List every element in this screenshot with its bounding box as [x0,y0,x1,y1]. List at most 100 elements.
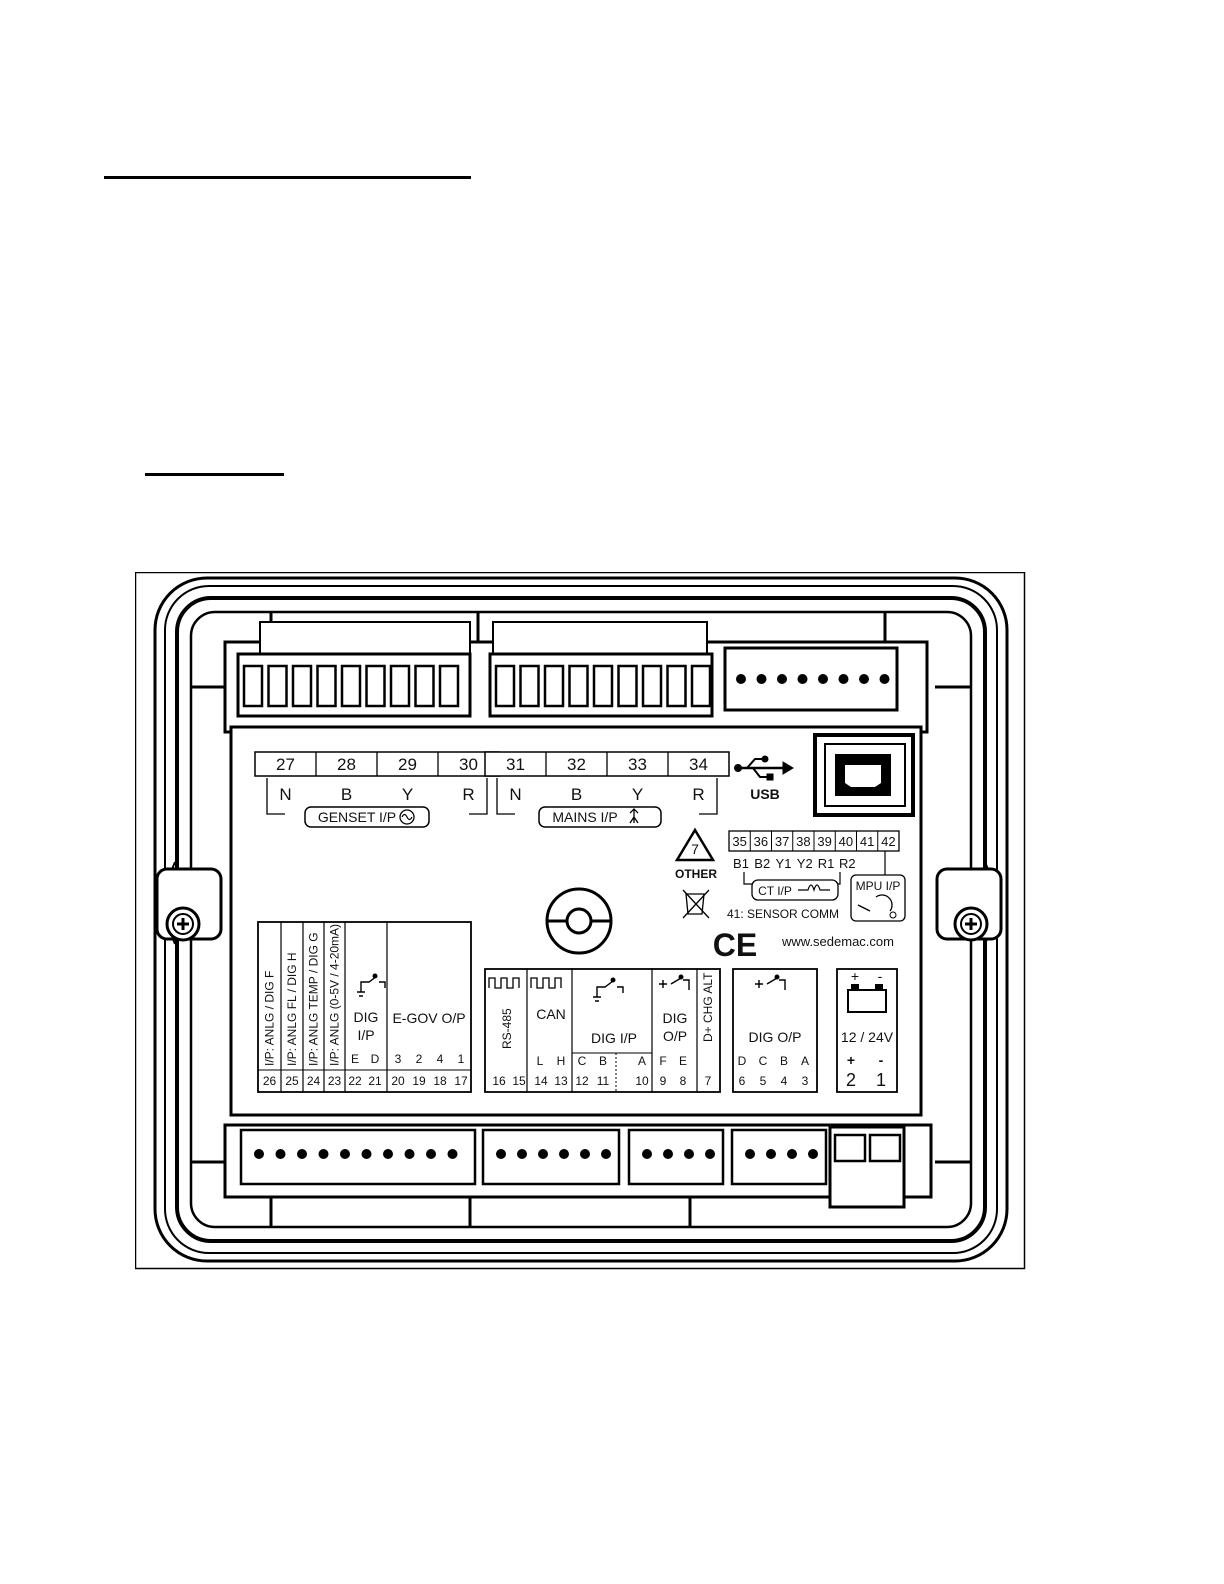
terminal-screw [663,1149,673,1159]
ct-phase-letter: Y2 [797,856,813,871]
terminal-screw [601,1149,611,1159]
dig-op-label: DIG [663,1010,688,1026]
phase-letter: B [571,785,582,804]
ct-terminal-number: 36 [754,834,768,849]
switch-ground-icon [593,980,624,1002]
center-mounting-hole [545,887,613,955]
heading-underline [104,176,471,179]
terminal-letter: C [759,1054,768,1068]
mpu-label: MPU I/P [856,879,901,893]
sensor-comm-note: 41: SENSOR COMM [727,907,839,921]
terminal-screw [642,1149,652,1159]
ct-terminal-number: 37 [775,834,789,849]
terminal-screw [766,1149,776,1159]
terminal-letter: E [351,1052,359,1066]
relay-output-icon [755,977,786,990]
bottom-connector-strip [223,1123,933,1209]
terminal-number: 33 [628,755,647,774]
ac-wave-icon [399,809,415,825]
terminal-screw [818,674,828,684]
terminal-screw [787,1149,797,1159]
charging-alternator-label: D+ CHG ALT [701,972,715,1042]
ct-phase-letter: R1 [818,856,835,871]
mains-caption-box: MAINS I/P [538,806,662,828]
ct-terminal-number: 35 [732,834,746,849]
terminal-screw [383,1149,393,1159]
terminal-number: 25 [285,1074,299,1088]
ct-phase-letter: Y1 [776,856,792,871]
left-mounting-clamp [155,861,223,945]
terminal-number: 6 [739,1074,746,1088]
battery-minus: - [878,968,883,984]
recycle-icon: 7 [674,827,716,862]
usb-label: USB [750,786,780,802]
terminal-screw [361,1149,372,1159]
subheading-underline [145,473,284,476]
ct-terminal-number: 38 [796,834,810,849]
left-block-frame [257,921,472,1093]
mains-caption: MAINS I/P [552,809,617,825]
terminal-number: 23 [328,1074,342,1088]
terminal-number: 9 [660,1074,667,1088]
phase-letter: N [509,785,521,804]
battery-icon [847,989,887,1013]
ct-terminal-number: 41 [860,834,874,849]
terminal-letter: E [679,1054,687,1068]
terminal-screw [318,1149,329,1159]
terminal-letter: B [780,1054,788,1068]
top-connector-slots [242,664,712,708]
pulse-icon [488,977,520,989]
phase-letter: R [692,785,704,804]
phase-letter: B [341,785,352,804]
terminal-number: 22 [348,1074,362,1088]
terminal-number: 29 [398,755,417,774]
terminal-number: 20 [391,1074,405,1088]
ct-terminal-number: 39 [817,834,831,849]
terminal-screw [808,1149,818,1159]
terminal-number: 19 [412,1074,426,1088]
connector-slot [438,664,460,708]
polarity-minus: - [879,1052,884,1068]
egov-label: E-GOV O/P [392,1010,465,1026]
ct-phase-letter: B1 [733,856,749,871]
connector-slot [267,664,288,708]
terminal-screw [517,1149,527,1159]
terminal-letter: D [738,1054,747,1068]
analog-input-label: I/P: ANLG FL / DIG H [285,952,299,1066]
connector-slot [340,664,362,708]
terminal-screw [777,674,787,684]
terminal-number: 28 [337,755,356,774]
terminal-screw [496,1149,506,1159]
terminal-number: 11 [597,1074,610,1088]
power-terminal-number: 1 [876,1070,886,1090]
ct-connector-screws [736,674,890,684]
terminal-screw [254,1149,264,1159]
terminal-screw [879,674,890,684]
terminal-number: 8 [680,1074,687,1088]
connector-slot [519,664,540,708]
terminal-screw [859,674,869,684]
genset-caption-box: GENSET I/P [304,806,430,828]
terminal-screw [340,1149,350,1159]
dig-ip-label: DIG [354,1009,379,1025]
recycle-label: OTHER [675,867,717,881]
connector-slot [690,664,712,708]
ct-caption: CT I/P [758,884,792,898]
terminal-number: 15 [512,1074,526,1088]
dig-op-label: O/P [663,1028,687,1044]
connector-slot [617,664,638,708]
terminal-number: 5 [760,1074,767,1088]
connector-slot [242,664,264,708]
usb-port [813,733,915,817]
terminal-number: 21 [368,1074,382,1088]
connector-slot [389,664,411,708]
usb-icon [734,755,794,781]
terminal-screw [404,1149,415,1159]
terminal-screw [426,1149,436,1159]
relay-output-icon [659,977,690,990]
pulse-icon [530,977,562,989]
terminal-screw [447,1149,458,1159]
connector-slot [641,664,663,708]
supply-voltage-label: 12 / 24V [841,1029,894,1045]
